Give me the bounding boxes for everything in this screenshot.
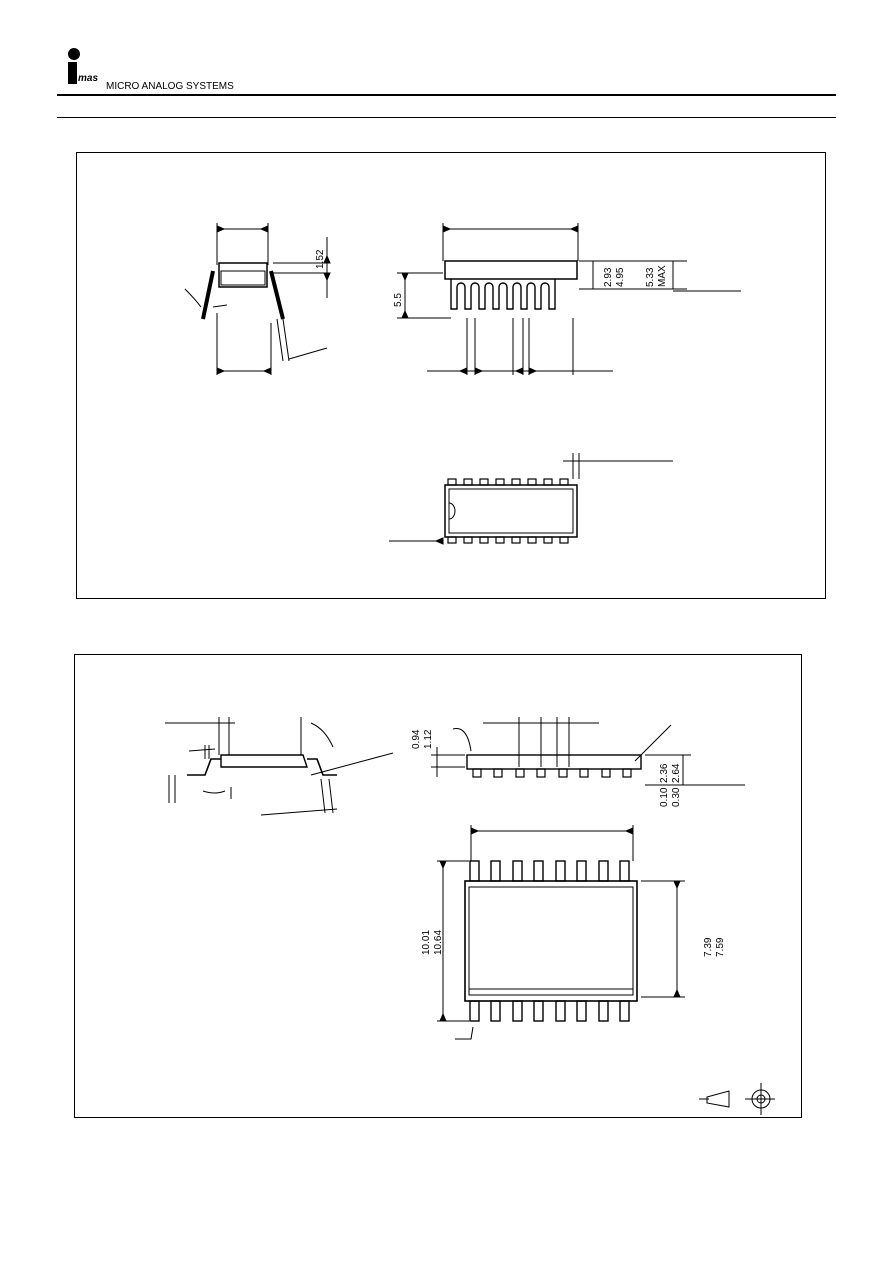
dip-dim-total-height-note: MAX: [657, 265, 668, 287]
soic-dim-standoff-max: 1.12: [423, 729, 434, 749]
dip-dim-lead-height: 1.52: [315, 249, 326, 269]
soic-dim-body-thick-max: 2.64: [671, 763, 682, 783]
dip-dim-body-height-max: 4.95: [615, 267, 626, 287]
soic-dim-width-max: 7.59: [715, 937, 726, 957]
company-logo: mas MICRO ANALOG SYSTEMS: [62, 44, 242, 92]
soic-package-drawing-panel: 0.94 1.12 2.36 2.64 0.10 0.30 10.01 10.6…: [74, 654, 802, 1118]
soic-dim-standoff-min: 0.94: [411, 729, 422, 749]
soic-dim-length-max: 10.64: [433, 930, 444, 955]
dip-dim-seating: 5.5: [393, 293, 404, 307]
header-rule-thin: [57, 117, 836, 118]
logo-tagline: MICRO ANALOG SYSTEMS: [106, 81, 234, 92]
dip-package-drawing-panel: 1.52 5.5 2.93 4.95 5.33 MAX: [76, 152, 826, 599]
soic-dim-lead-thick-min: 0.10: [659, 787, 670, 807]
mas-logo-icon: mas MICRO ANALOG SYSTEMS: [68, 48, 234, 92]
logo-wordmark: mas: [78, 73, 98, 84]
soic-dim-length-min: 10.01: [421, 930, 432, 955]
soic-dim-width-min: 7.39: [703, 937, 714, 957]
soic-dim-lead-thick-max: 0.30: [671, 787, 682, 807]
dip-outline-drawing: 1.52 5.5 2.93 4.95 5.33 MAX: [184, 223, 741, 545]
dip-dim-total-height: 5.33: [645, 267, 656, 287]
dip-dim-body-height-min: 2.93: [603, 267, 614, 287]
soic-dim-body-thick-min: 2.36: [659, 763, 670, 783]
header-rule-thick: [57, 94, 836, 96]
soic-outline-drawing: 0.94 1.12 2.36 2.64 0.10 0.30 10.01 10.6…: [165, 717, 775, 1115]
